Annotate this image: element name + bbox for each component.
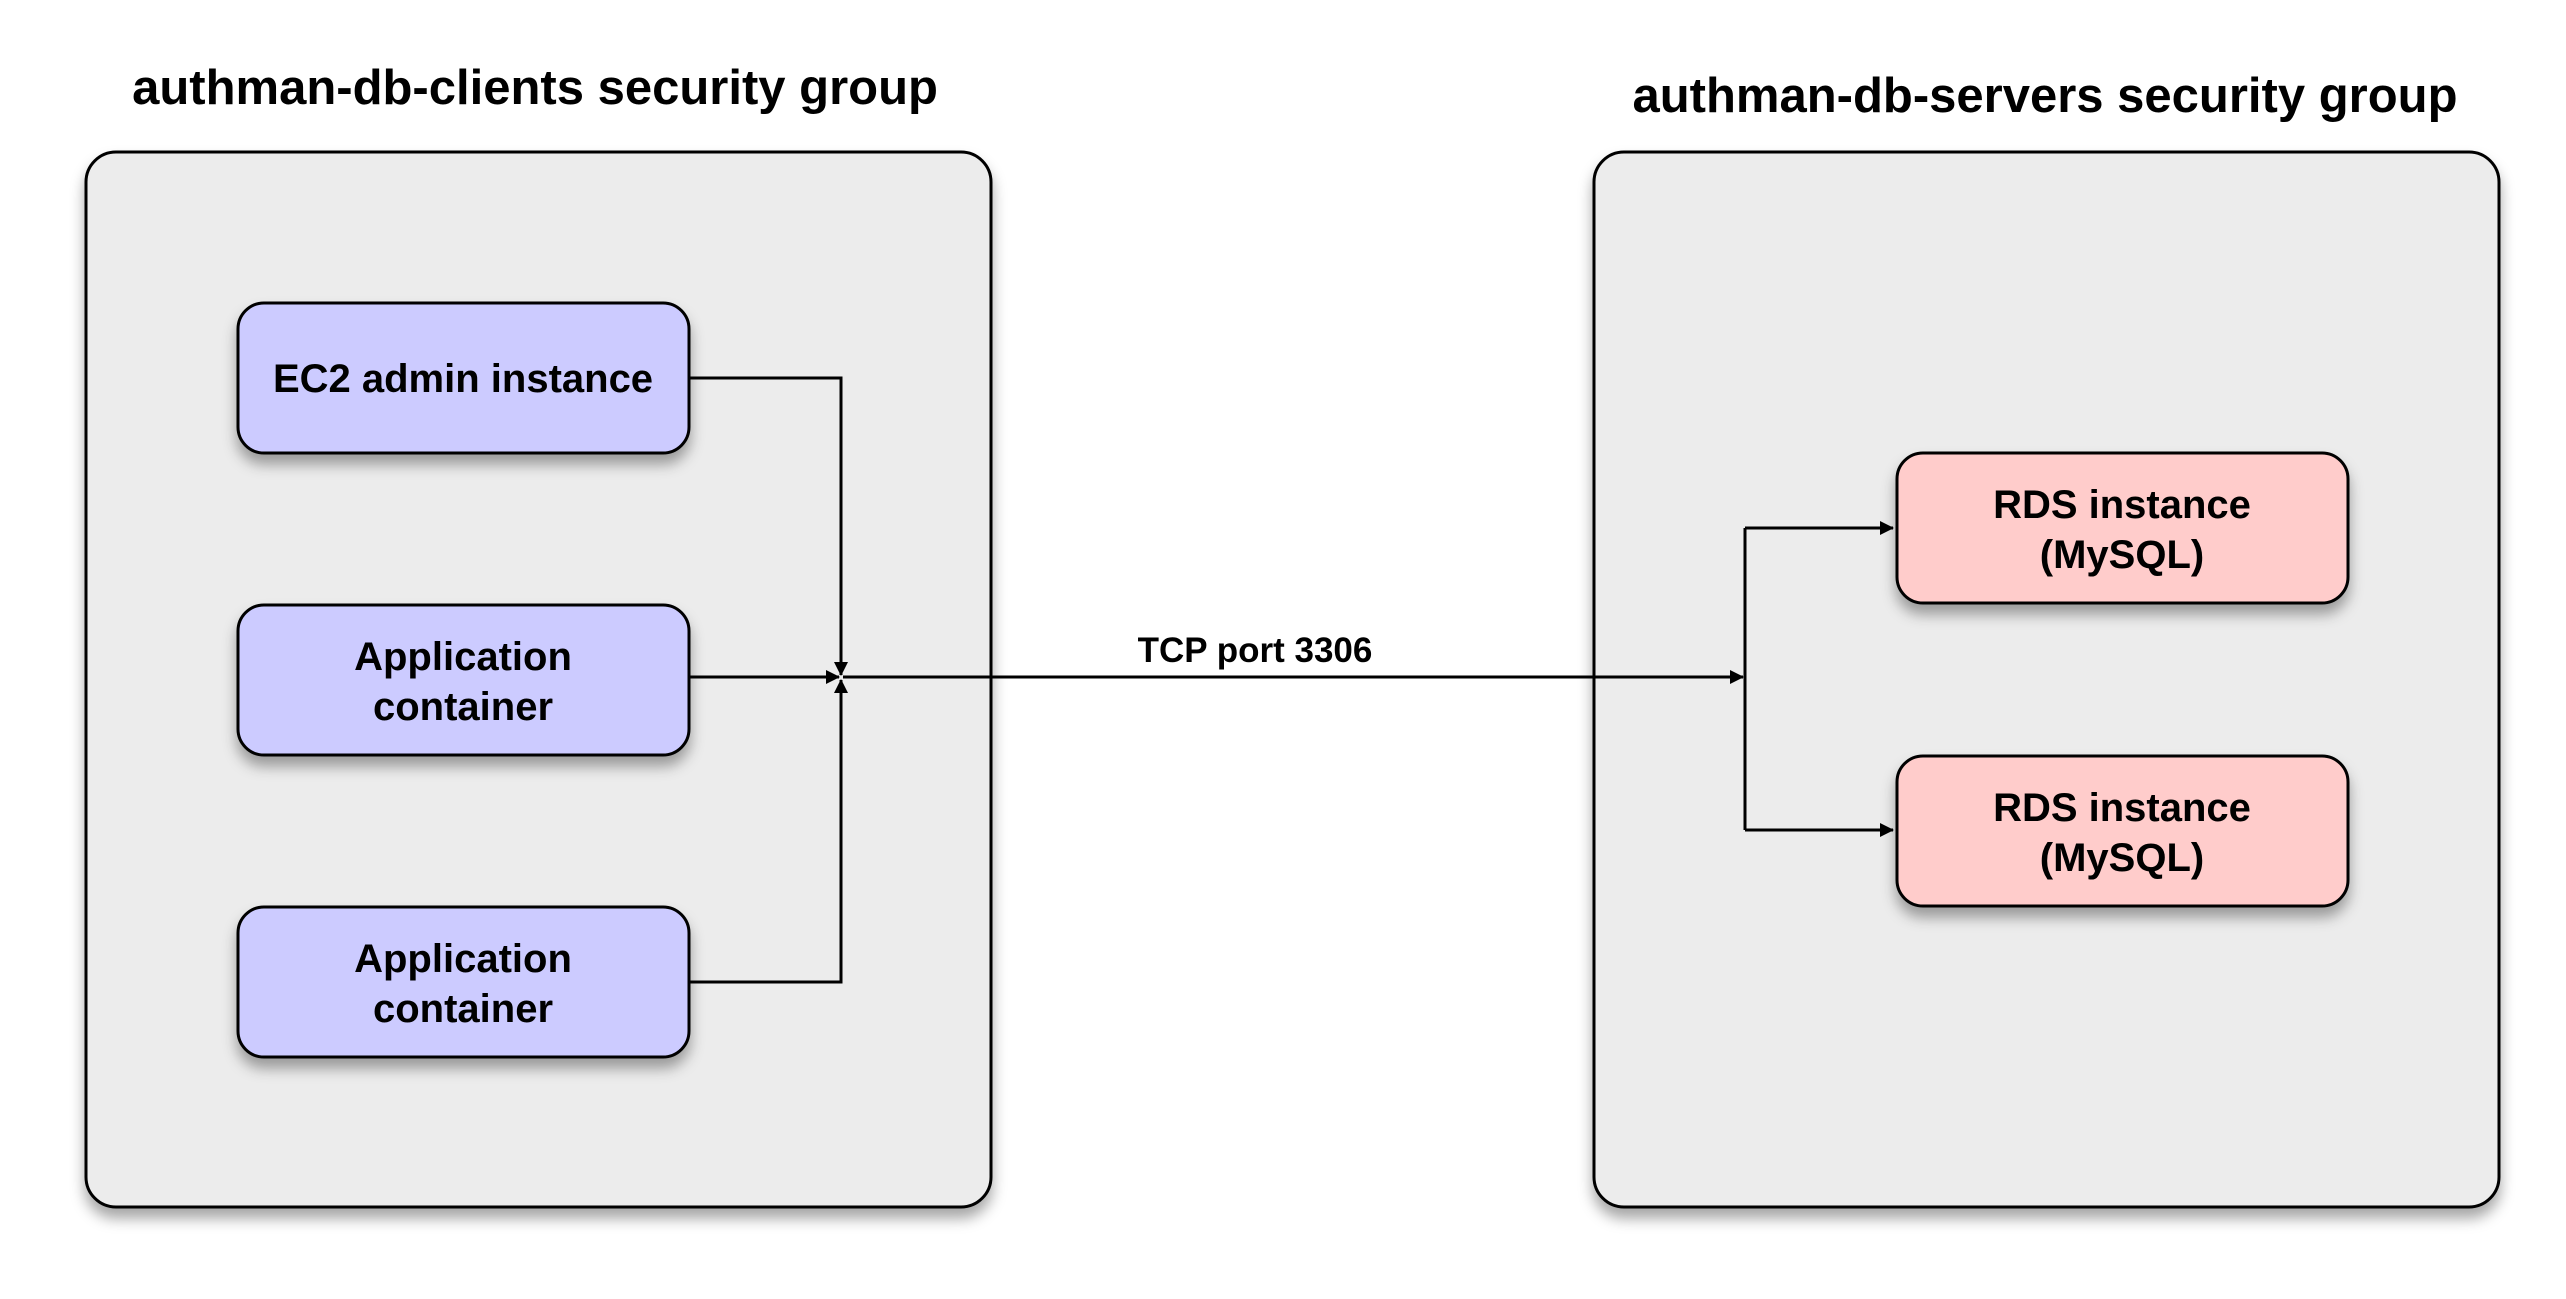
edge-app-container-2 [689,679,848,984]
rds-instance-node-1: RDS instance (MySQL) [1895,451,2350,605]
edge-ec2-admin [689,376,848,676]
application-container-node-1: Application container [236,603,691,757]
application-container-label-line1: Application [354,635,572,679]
clients-group-title: authman-db-clients security group [132,61,938,115]
rds-instance-label-line2: (MySQL) [2040,836,2204,880]
rds-instance-node-2: RDS instance (MySQL) [1895,754,2350,908]
rds-instance-label-line1: RDS instance [1993,786,2251,830]
rds-instance-label-line1: RDS instance [1993,483,2251,527]
tcp-port-label: TCP port 3306 [1138,631,1373,670]
ec2-admin-instance-label: EC2 admin instance [273,357,653,401]
application-container-node-2: Application container [236,905,691,1059]
rds-instance-label-line2: (MySQL) [2040,533,2204,577]
servers-security-group [1592,150,2501,1209]
application-container-label-line2: container [373,685,553,729]
application-container-label-line1: Application [354,937,572,981]
ec2-admin-instance-node: EC2 admin instance [236,301,691,455]
servers-group-title: authman-db-servers security group [1632,69,2457,123]
application-container-label-line2: container [373,987,553,1031]
